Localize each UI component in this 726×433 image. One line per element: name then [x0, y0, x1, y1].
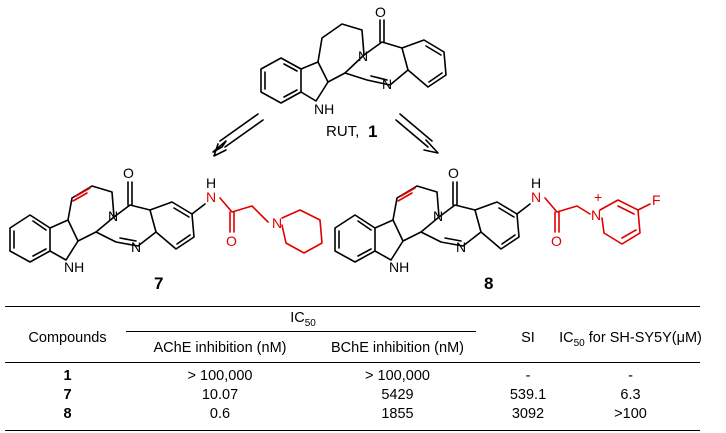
header-compounds: Compounds [28, 330, 107, 346]
nitrogen-label: N [358, 48, 368, 64]
parent-compound-label: RUT, [326, 123, 359, 140]
row-ache: 0.6 [209, 406, 231, 422]
compound-8-structure [334, 181, 531, 263]
nh-label: NH [314, 101, 334, 117]
row-si: 3092 [511, 406, 545, 422]
oxygen-label: O [448, 165, 459, 181]
nitrogen-label: N [206, 189, 216, 205]
nitrogen-label: N [108, 208, 118, 224]
nitrogen-label: N [531, 189, 541, 205]
row-cytotoxicity: >100 [614, 406, 647, 422]
header-ic50-group: IC50 [290, 310, 316, 329]
compound-8-modification [397, 187, 651, 245]
rutaecarpine-structure [260, 19, 447, 104]
hydrogen-label: H [531, 175, 541, 191]
row-compound: 8 [63, 406, 72, 422]
row-ache: 10.07 [201, 387, 239, 403]
compound-8-number: 8 [484, 274, 493, 293]
nh-label: NH [389, 259, 409, 275]
oxygen-label: O [551, 233, 562, 249]
ic50-group-rule [126, 331, 476, 332]
table-top-rule [5, 306, 700, 307]
nh-label: NH [64, 259, 84, 275]
row-cytotoxicity: 6.3 [620, 387, 641, 403]
row-compound: 7 [63, 387, 72, 403]
compound-7-number: 7 [154, 274, 163, 293]
row-ache: > 100,000 [187, 368, 253, 384]
oxygen-label: O [123, 165, 134, 181]
row-bche: 1855 [381, 406, 414, 422]
table-bottom-rule [5, 430, 700, 431]
nitrogen-label: N [433, 208, 443, 224]
header-bche: BChE inhibition (nM) [331, 340, 464, 356]
oxygen-label: O [375, 4, 386, 20]
reaction-scheme: O N N NH O N N NH N H O N O N N NH N H O… [9, 4, 661, 293]
nitrogen-label: N [382, 76, 392, 92]
arrow-to-8 [395, 113, 439, 154]
hydrogen-label: H [206, 175, 216, 191]
header-cytotoxicity: IC50 for SH-SY5Y(μM) [559, 330, 702, 349]
row-cytotoxicity: - [628, 368, 633, 384]
row-bche: 5429 [381, 387, 414, 403]
plus-charge: + [594, 189, 602, 205]
header-si: SI [521, 330, 535, 346]
row-si: - [525, 368, 531, 384]
header-ache: AChE inhibition (nM) [153, 340, 287, 356]
row-compound: 1 [63, 368, 72, 384]
nitrogen-label: N [456, 239, 466, 255]
arrow-to-7 [212, 113, 264, 157]
parent-compound-number: 1 [368, 122, 377, 141]
header-bottom-rule [5, 362, 700, 363]
row-si: 539.1 [509, 387, 547, 403]
nitrogen-label: N [272, 215, 282, 231]
nitrogen-label: N [131, 239, 141, 255]
oxygen-label: O [226, 233, 237, 249]
row-bche: > 100,000 [365, 368, 430, 384]
nitrogen-label: N [591, 207, 601, 223]
fluorine-label: F [652, 192, 661, 208]
compound-7-structure [9, 181, 206, 263]
compound-7-modification [72, 187, 323, 254]
